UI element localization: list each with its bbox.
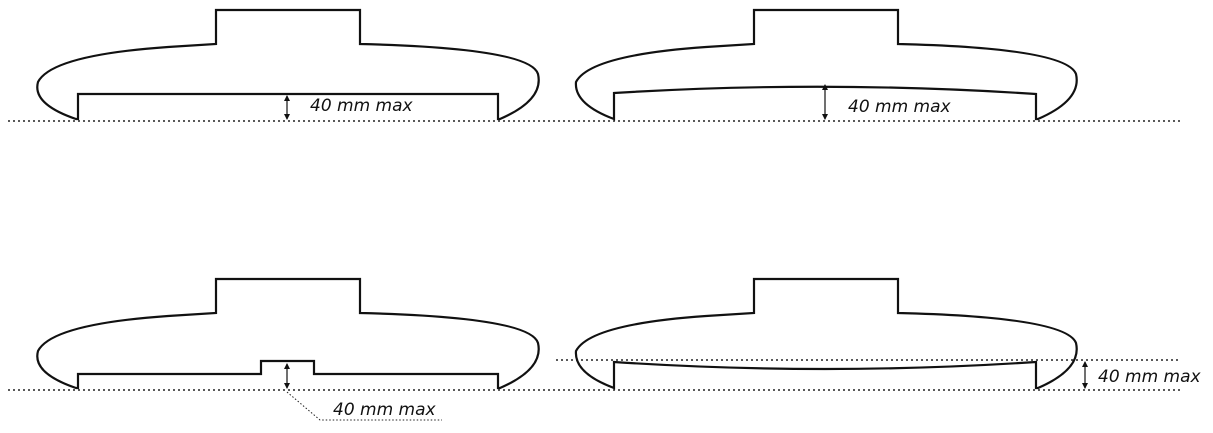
vehicle-body-outline xyxy=(574,8,1078,121)
leader-line xyxy=(286,391,442,421)
arrow-up-icon xyxy=(284,363,290,369)
arrow-up-icon xyxy=(1082,361,1088,367)
dimension-label: 40 mm max xyxy=(1098,367,1202,387)
figure-bottom-right: 40 mm max xyxy=(556,277,1202,390)
vehicle-body-outline xyxy=(574,277,1078,390)
vehicle-body-outline xyxy=(36,277,540,390)
arrow-up-icon xyxy=(284,95,290,101)
dimension-label: 40 mm max xyxy=(310,96,414,116)
arrow-down-icon xyxy=(284,114,290,120)
arrow-up-icon xyxy=(822,84,828,90)
figure-top-right: 40 mm max xyxy=(574,8,1078,121)
dimension-label: 40 mm max xyxy=(848,97,952,117)
arrow-down-icon xyxy=(1082,383,1088,389)
vehicle-body-outline xyxy=(36,8,540,121)
figure-bottom-left: 40 mm max xyxy=(8,277,1180,421)
figure-top-left: 40 mm max xyxy=(8,8,1180,122)
arrow-down-icon xyxy=(822,114,828,120)
dimension-label: 40 mm max xyxy=(333,400,437,420)
arrow-down-icon xyxy=(284,383,290,389)
